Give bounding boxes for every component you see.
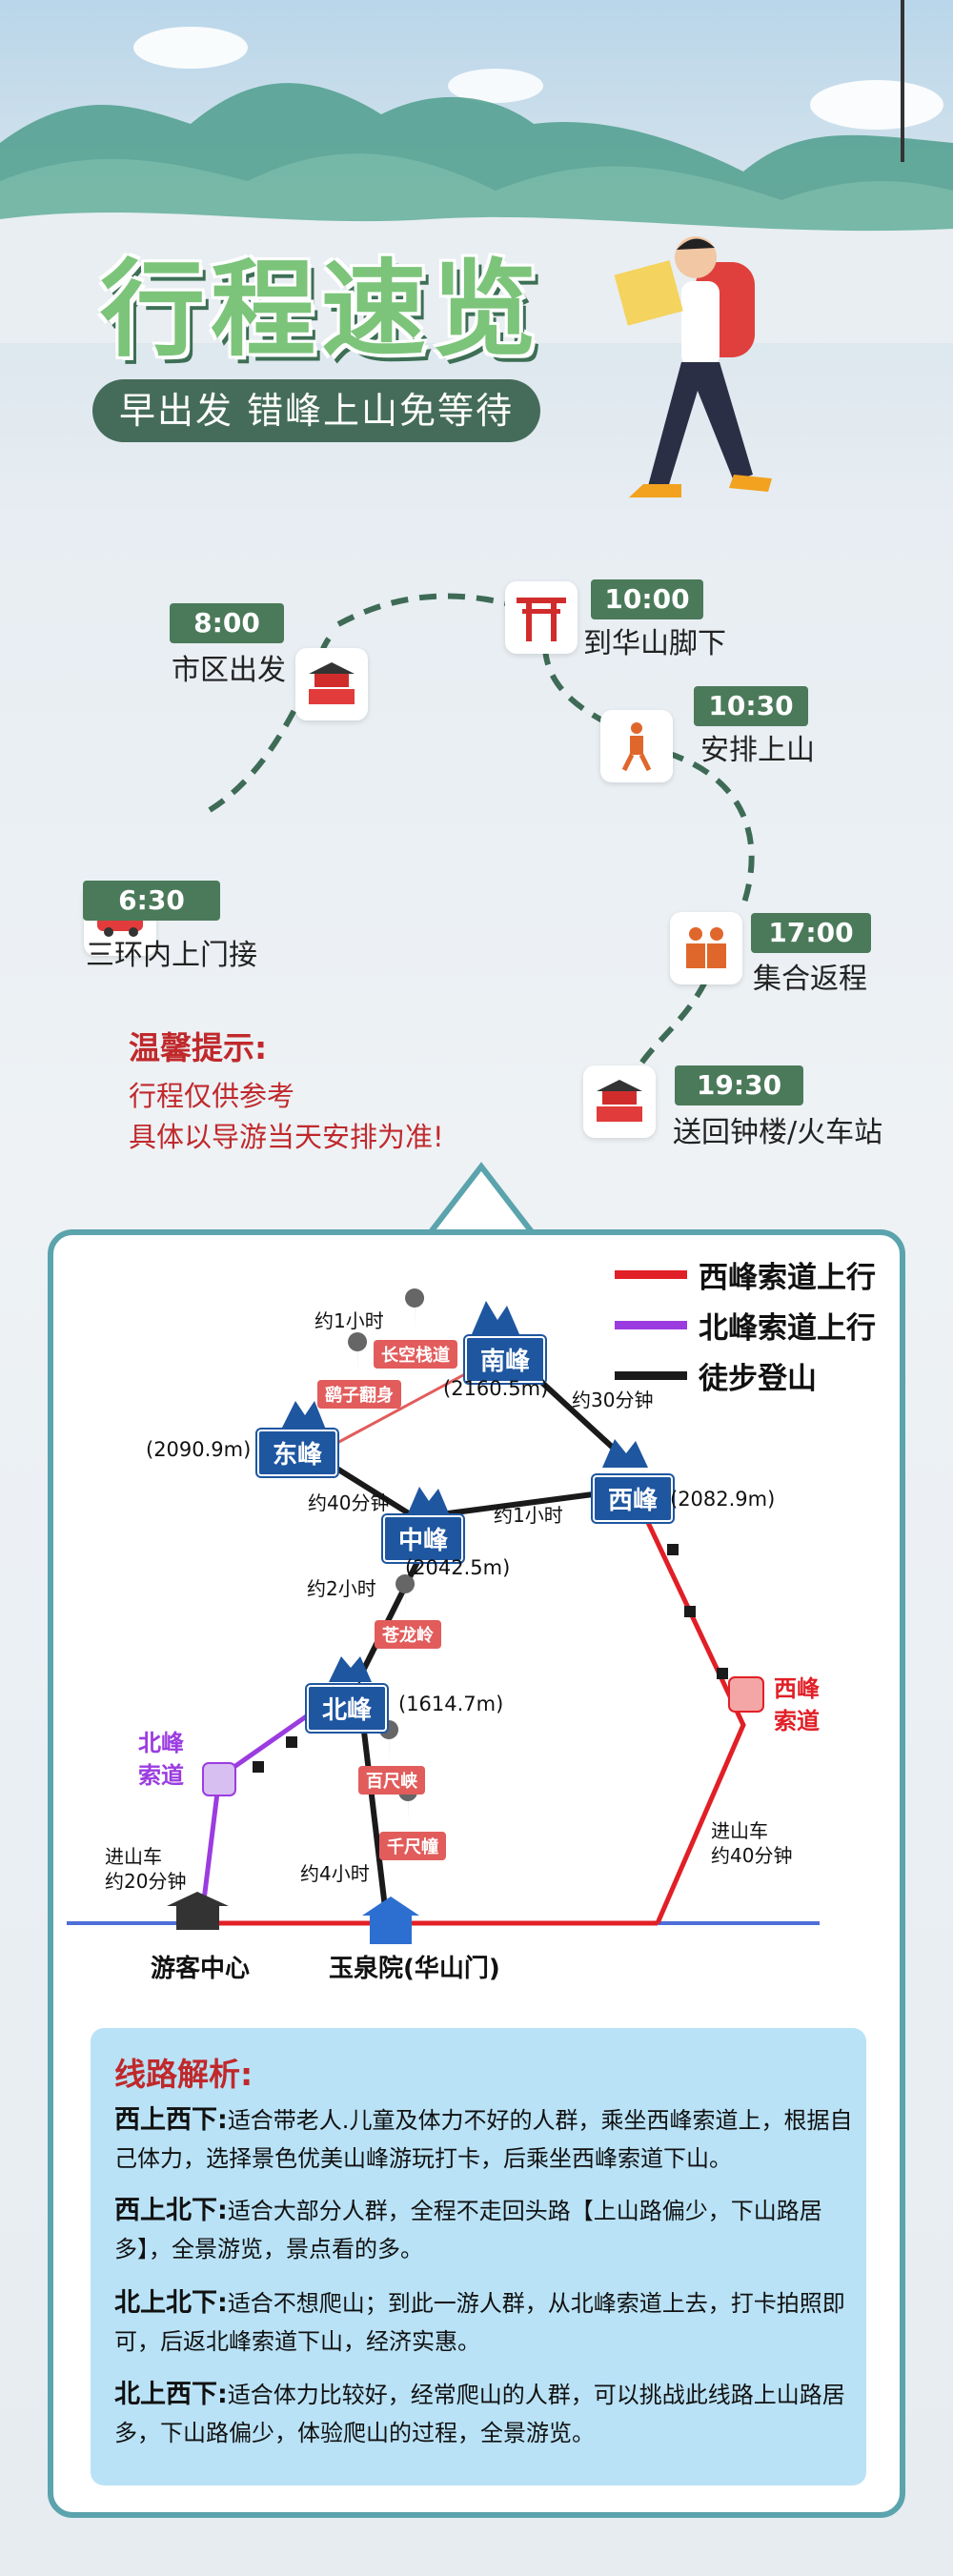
- legend-item: 徒步登山: [615, 1354, 876, 1397]
- timeline-item: [670, 912, 742, 984]
- timeline-desc: 集合返程: [753, 963, 867, 996]
- peak-east: 东峰: [257, 1430, 338, 1476]
- legend-label: 徒步登山: [699, 1362, 817, 1396]
- timeline-path: [208, 593, 755, 1069]
- spot-label: 千尺幢: [379, 1832, 446, 1860]
- bus-label: 约20分钟: [105, 1870, 187, 1893]
- time-badge: 8:00: [170, 603, 284, 643]
- west-cableway-label: 西峰 索道: [774, 1675, 820, 1734]
- route-lines: [67, 1288, 820, 1944]
- analysis-text: 适合大部分人群，全程不走回头路【上山路偏少，下山路居多】，全景游览，景点看的多。: [114, 2198, 822, 2262]
- north-cableway-label: 北峰 索道: [138, 1730, 184, 1789]
- time-badge: 6:30: [83, 881, 220, 921]
- analysis-item: 北上北下:适合不想爬山；到此一游人群，从北峰索道上去，打卡拍照即可，后返北峰索道…: [114, 2284, 853, 2361]
- legend-item: 北峰索道上行: [615, 1304, 876, 1347]
- legend-swatch: [615, 1270, 687, 1279]
- bus-label: 约40分钟: [711, 1844, 793, 1867]
- time-badge: 17:00: [751, 913, 871, 953]
- card-pointer: [427, 1162, 536, 1235]
- yuquan-gate-label: 玉泉院(华山门): [329, 1955, 500, 1983]
- timeline-desc: 送回钟楼/火车站: [673, 1116, 883, 1149]
- analysis-head: 西上北下:: [114, 2196, 228, 2225]
- spot-label: 百尺峡: [358, 1766, 425, 1795]
- visitor-center-label: 游客中心: [151, 1955, 251, 1983]
- analysis-item: 西上西下:适合带老人.儿童及体力不好的人群，乘坐西峰索道上，根据自己体力，选择景…: [114, 2101, 853, 2178]
- analysis-text: 适合体力比较好，经常爬山的人群，可以挑战此线路上山路居多，下山路偏少，体验爬山的…: [114, 2382, 845, 2446]
- time-badge: 10:30: [694, 686, 808, 726]
- route-analysis-panel: [91, 2028, 866, 2485]
- time-badge: 10:00: [591, 579, 703, 619]
- tips-line: 具体以导游当天安排为准!: [129, 1121, 444, 1153]
- legend-swatch: [615, 1371, 687, 1380]
- peak-elevation: (2082.9m): [670, 1488, 776, 1511]
- analysis-title: 线路解析:: [114, 2056, 253, 2093]
- legend: 西峰索道上行 北峰索道上行 徒步登山: [615, 1253, 876, 1397]
- analysis-text: 适合带老人.儿童及体力不好的人群，乘坐西峰索道上，根据自己体力，选择景色优美山峰…: [114, 2107, 853, 2172]
- hiker-icon: [600, 710, 673, 782]
- timeline-desc: 三环内上门接: [86, 939, 257, 972]
- torii-gate-icon: [505, 581, 578, 654]
- bus-label: 进山车: [105, 1845, 162, 1868]
- peak-south: 南峰: [465, 1336, 546, 1383]
- timeline-item: [505, 581, 578, 654]
- page-title: 行程速览: [100, 249, 542, 371]
- legend-swatch: [615, 1321, 687, 1329]
- peak-west: 西峰: [593, 1475, 674, 1522]
- peak-elevation: (1614.7m): [398, 1693, 504, 1715]
- group-icon: [670, 912, 742, 984]
- tips-title: 温馨提示:: [129, 1029, 268, 1066]
- analysis-item: 西上北下:适合大部分人群，全程不走回头路【上山路偏少，下山路居多】，全景游览，景…: [114, 2192, 853, 2268]
- page-subtitle: 早出发 错峰上山免等待: [92, 379, 540, 442]
- duration-label: 约4小时: [300, 1862, 370, 1885]
- peak-north: 北峰: [307, 1685, 388, 1732]
- analysis-head: 西上西下:: [114, 2105, 228, 2135]
- duration-label: 约1小时: [314, 1309, 384, 1332]
- time-badge: 19:30: [675, 1065, 803, 1105]
- peak-elevation: (2160.5m): [443, 1377, 549, 1400]
- peak-center: 中峰: [383, 1515, 464, 1562]
- peak-elevation: (2042.5m): [405, 1556, 511, 1579]
- analysis-item: 北上西下:适合体力比较好，经常爬山的人群，可以挑战此线路上山路居多，下山路偏少，…: [114, 2376, 853, 2452]
- spot-label: 长空栈道: [374, 1340, 457, 1369]
- tips-line: 行程仅供参考: [129, 1080, 295, 1112]
- peak-elevation: (2090.9m): [146, 1438, 252, 1461]
- city-gate-icon: [295, 648, 368, 720]
- legend-label: 西峰索道上行: [699, 1261, 876, 1295]
- legend-item: 西峰索道上行: [615, 1253, 876, 1296]
- hiker-illustration: [614, 236, 772, 497]
- timeline-desc: 到华山脚下: [583, 627, 726, 660]
- bus-label: 进山车: [711, 1819, 768, 1842]
- timeline-item: [583, 1065, 656, 1138]
- analysis-head: 北上西下:: [114, 2380, 228, 2409]
- duration-label: 约2小时: [307, 1577, 376, 1600]
- legend-label: 北峰索道上行: [699, 1311, 876, 1346]
- duration-label: 约40分钟: [308, 1491, 390, 1514]
- spot-label: 鹞子翻身: [317, 1380, 401, 1409]
- timeline-desc: 市区出发: [172, 654, 286, 687]
- duration-label: 约1小时: [494, 1504, 563, 1527]
- timeline-item: [600, 710, 673, 782]
- timeline-item: [295, 648, 368, 720]
- analysis-text: 适合不想爬山；到此一游人群，从北峰索道上去，打卡拍照即可，后返北峰索道下山，经济…: [114, 2290, 845, 2355]
- analysis-head: 北上北下:: [114, 2288, 228, 2318]
- spot-label: 苍龙岭: [375, 1620, 441, 1649]
- duration-label: 约30分钟: [572, 1389, 654, 1411]
- timeline-desc: 安排上山: [700, 734, 815, 767]
- bell-tower-icon: [583, 1065, 656, 1138]
